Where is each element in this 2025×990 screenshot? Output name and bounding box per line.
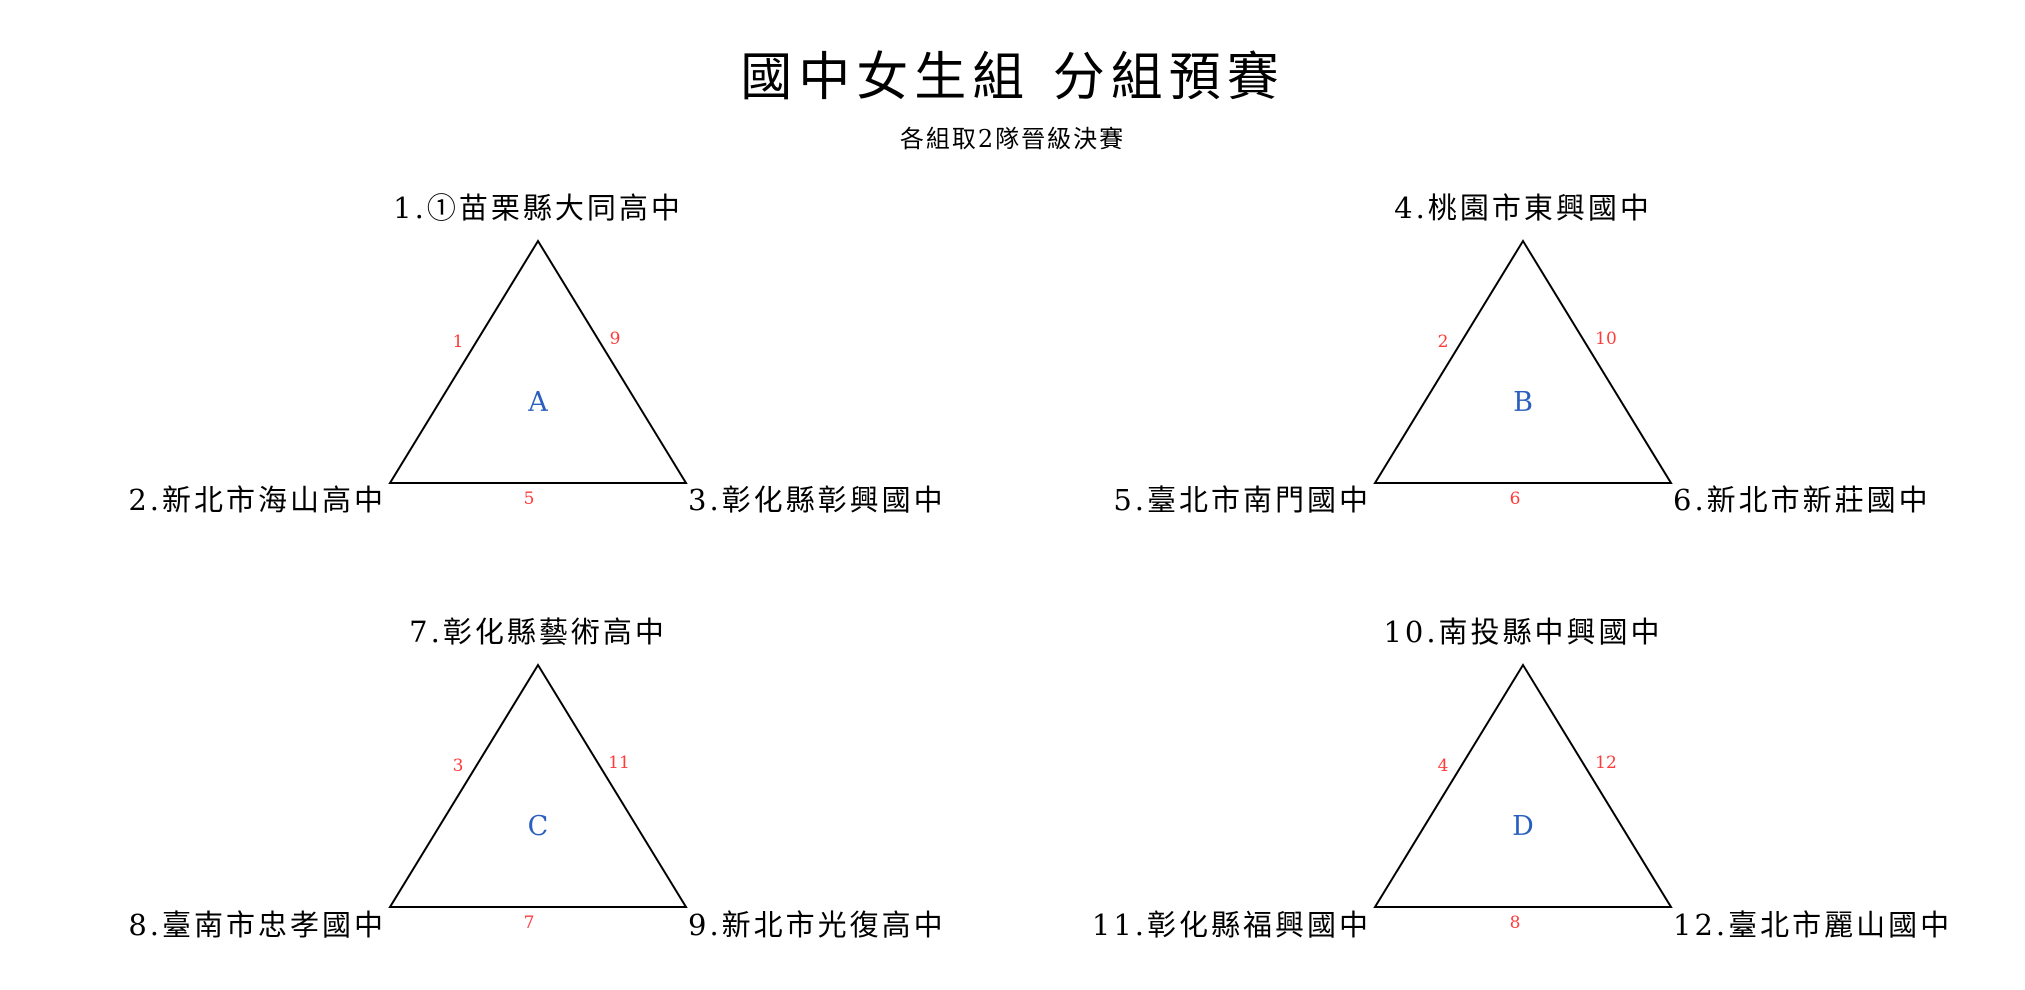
group-b-left-edge-match: 2 (1438, 332, 1449, 352)
group-c: 3 11 7 C (388, 663, 688, 933)
group-a-right-edge-match: 9 (610, 329, 621, 349)
group-b-bottom-edge-match: 6 (1510, 489, 1521, 509)
group-b-triangle (1373, 239, 1673, 484)
group-c-triangle (388, 663, 688, 908)
group-d-right-team: 12.臺北市麗山國中 (1673, 908, 1953, 942)
group-b-top-team: 4.桃園市東興國中 (1394, 191, 1652, 225)
page-subtitle: 各組取2隊晉級決賽 (899, 125, 1126, 153)
group-c-left-team: 8.臺南市忠孝國中 (128, 908, 386, 942)
group-c-bottom-edge-match: 7 (524, 913, 535, 933)
group-c-left-edge-match: 3 (453, 756, 464, 776)
group-d-letter: D (1512, 811, 1534, 842)
group-d-right-edge-match: 12 (1595, 753, 1617, 773)
group-d-triangle (1373, 663, 1673, 908)
page-title: 國中女生組 分組預賽 (740, 48, 1285, 108)
group-a-triangle (388, 239, 688, 484)
group-b-right-edge-match: 10 (1595, 329, 1617, 349)
group-b-right-team: 6.新北市新莊國中 (1673, 483, 1931, 517)
group-d-left-edge-match: 4 (1438, 756, 1449, 776)
group-b-left-team: 5.臺北市南門國中 (1113, 483, 1371, 517)
group-c-right-team: 9.新北市光復高中 (688, 908, 946, 942)
group-a: 1 9 5 A (388, 239, 688, 509)
group-a-bottom-edge-match: 5 (524, 489, 535, 509)
group-c-top-team: 7.彰化縣藝術高中 (409, 615, 667, 649)
group-d: 4 12 8 D (1373, 663, 1673, 933)
group-d-top-team: 10.南投縣中興國中 (1383, 615, 1663, 649)
group-c-right-edge-match: 11 (608, 753, 630, 773)
group-c-letter: C (528, 811, 549, 842)
group-d-left-team: 11.彰化縣福興國中 (1091, 908, 1371, 942)
group-a-left-team: 2.新北市海山高中 (128, 483, 386, 517)
group-a-letter: A (527, 387, 548, 418)
group-a-left-edge-match: 1 (453, 332, 464, 352)
group-b: 2 10 6 B (1373, 239, 1673, 509)
group-b-letter: B (1513, 387, 1533, 418)
group-a-right-team: 3.彰化縣彰興國中 (688, 483, 946, 517)
group-d-bottom-edge-match: 8 (1510, 913, 1521, 933)
group-a-top-team: 1.①苗栗縣大同高中 (393, 191, 683, 225)
